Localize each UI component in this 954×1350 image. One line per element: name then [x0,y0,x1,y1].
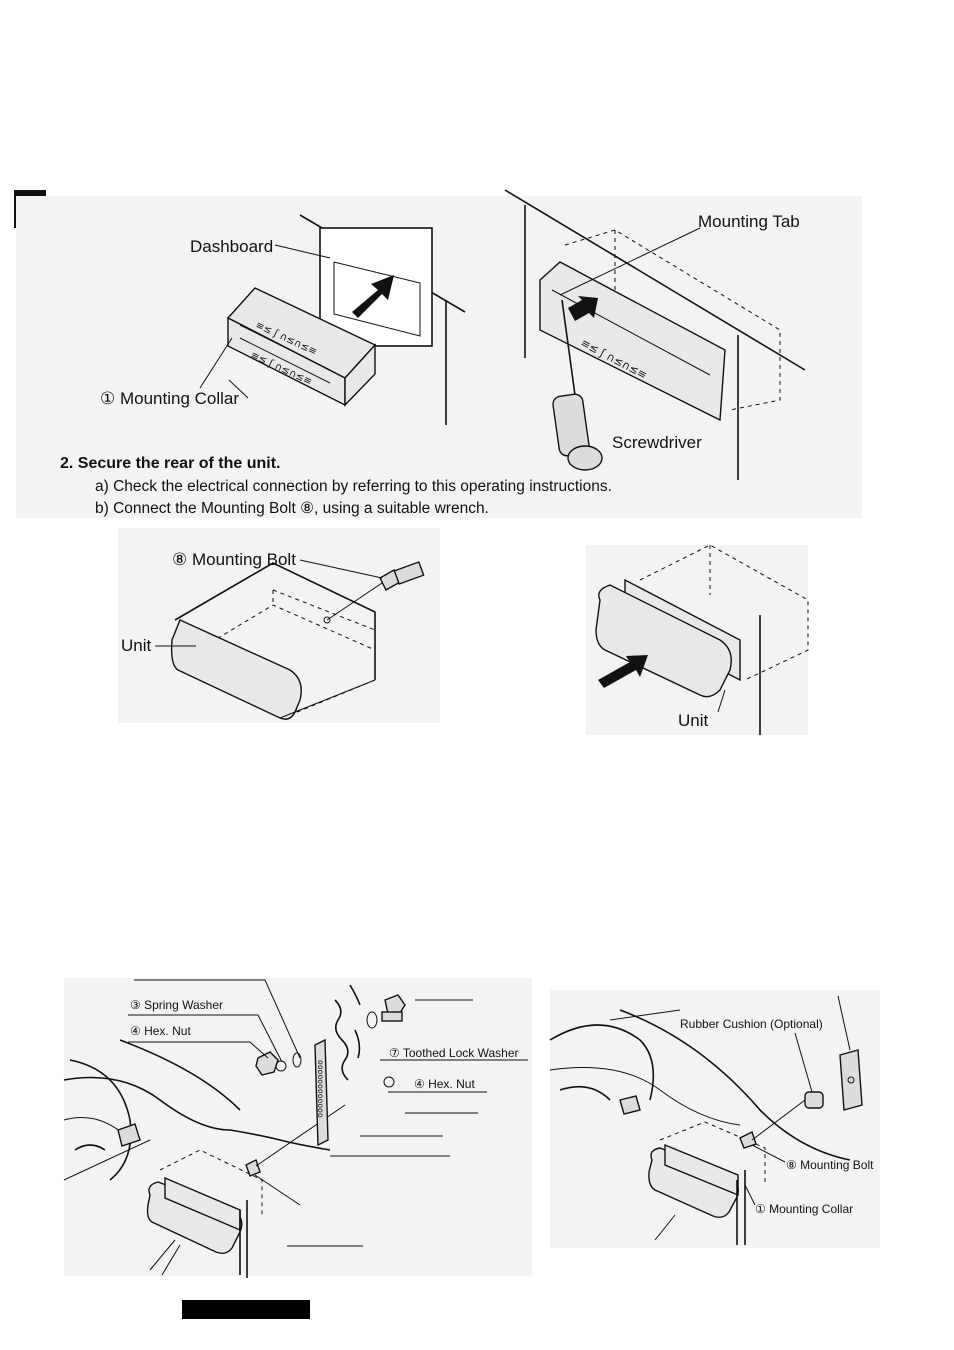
svg-text:oooooooooooo: oooooooooooo [316,1060,325,1118]
figure-rear-support-strap [64,978,532,1276]
unit-left-label: Unit [121,636,152,655]
toothed-lock-washer-label: ⑦ Toothed Lock Washer [389,1046,519,1060]
redaction-bar [182,1300,310,1319]
mounting-tab-label: Mounting Tab [698,212,800,231]
hex-nut-right-label: ④ Hex. Nut [414,1077,475,1091]
mounting-collar-right-label: ① Mounting Collar [755,1202,854,1216]
unit-right-label: Unit [678,711,709,730]
dashboard-label: Dashboard [190,237,274,256]
spring-washer-label: ③ Spring Washer [130,998,224,1012]
hex-nut-left-label: ④ Hex. Nut [130,1024,191,1038]
step-2-heading: 2. Secure the rear of the unit. [60,455,281,472]
step-2-item-a: a) Check the electrical connection by re… [95,478,612,495]
mounting-bolt-label: ⑧ Mounting Bolt [172,550,296,569]
step-2-item-b: b) Connect the Mounting Bolt ⑧, using a … [95,500,489,517]
mounting-bolt-right-label: ⑧ Mounting Bolt [786,1158,874,1172]
screwdriver-label: Screwdriver [612,433,702,452]
rubber-cushion-label: Rubber Cushion (Optional) [680,1017,823,1031]
mounting-collar-label: ① Mounting Collar [100,389,240,408]
mounting-bolt-part [379,561,425,591]
